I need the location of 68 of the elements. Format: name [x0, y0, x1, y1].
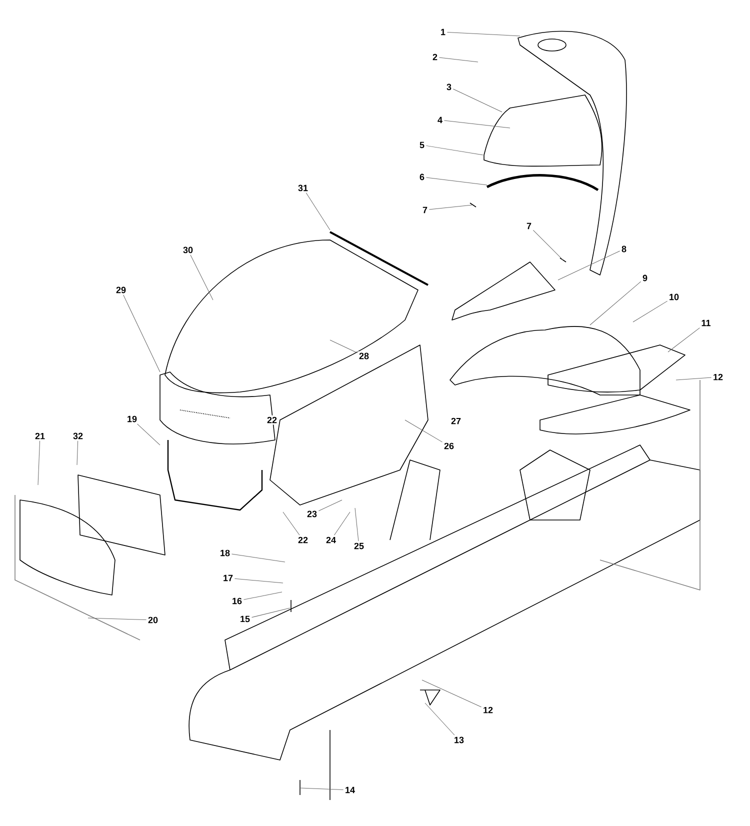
leader-line: [334, 512, 350, 536]
leader-line: [251, 608, 290, 618]
callout-number: 22: [296, 535, 310, 545]
callout-number: 5: [418, 140, 426, 150]
leader-line: [676, 377, 712, 380]
callout-number: 12: [482, 705, 494, 715]
leader-line: [632, 300, 668, 322]
callout-number: 18: [218, 548, 232, 558]
callout-number: 4: [436, 115, 444, 125]
leader-line: [444, 120, 510, 128]
leader-line: [438, 57, 478, 62]
callout-number: 13: [452, 735, 466, 745]
callout-number: 15: [238, 614, 252, 624]
callout-number: 1: [439, 27, 447, 37]
callout-number: 26: [442, 441, 456, 451]
callout-number: 21: [34, 431, 46, 441]
callout-number: 12: [712, 372, 725, 382]
leader-line: [558, 250, 620, 280]
callout-number: 17: [222, 573, 234, 583]
leader-line: [38, 440, 40, 486]
leader-line: [590, 281, 642, 326]
callout-number: 14: [344, 785, 356, 795]
callout-number: 11: [700, 318, 712, 328]
leader-line: [123, 294, 160, 372]
callout-number: 10: [668, 292, 681, 302]
callout-number: 7: [525, 221, 533, 231]
leader-line: [318, 500, 342, 512]
callout-number: 6: [418, 172, 426, 182]
leader-line: [424, 702, 455, 736]
callout-number: 7: [421, 205, 429, 215]
leader-line: [243, 592, 282, 600]
callout-number: 9: [641, 273, 649, 283]
callout-number: 16: [230, 596, 244, 606]
callout-number: 30: [182, 245, 194, 255]
callout-number: 22: [266, 415, 278, 425]
leader-line: [668, 328, 700, 352]
leader-line: [190, 254, 214, 300]
leader-line: [446, 32, 520, 36]
callout-number: 24: [324, 535, 338, 545]
callout-number: 31: [296, 183, 310, 193]
leader-line: [422, 680, 482, 708]
callout-number: 23: [306, 509, 318, 519]
callout-number: 29: [114, 285, 128, 295]
callout-number: 3: [445, 82, 453, 92]
callout-number: 32: [72, 431, 84, 441]
leader-line: [330, 340, 358, 354]
leader-line: [137, 424, 160, 446]
leader-line: [426, 177, 488, 186]
leader-line: [428, 204, 472, 210]
leader-line: [300, 788, 344, 790]
leader-line: [354, 508, 359, 542]
callout-number: 25: [352, 541, 366, 551]
leader-line: [231, 554, 286, 562]
leader-line: [452, 88, 502, 112]
leader-line: [532, 230, 564, 260]
leader-line: [234, 578, 284, 584]
callout-number: 19: [126, 414, 138, 424]
leader-line: [88, 618, 147, 620]
leader-line: [306, 192, 330, 230]
leader-line: [76, 440, 78, 466]
callout-number: 8: [620, 244, 628, 254]
leader-line: [282, 512, 300, 536]
leader-line: [404, 420, 443, 442]
callout-number: 28: [358, 351, 370, 361]
leader-line: [426, 145, 484, 156]
callout-number: 27: [450, 416, 462, 426]
callout-number: 2: [431, 52, 439, 62]
callout-number: 20: [146, 615, 160, 625]
